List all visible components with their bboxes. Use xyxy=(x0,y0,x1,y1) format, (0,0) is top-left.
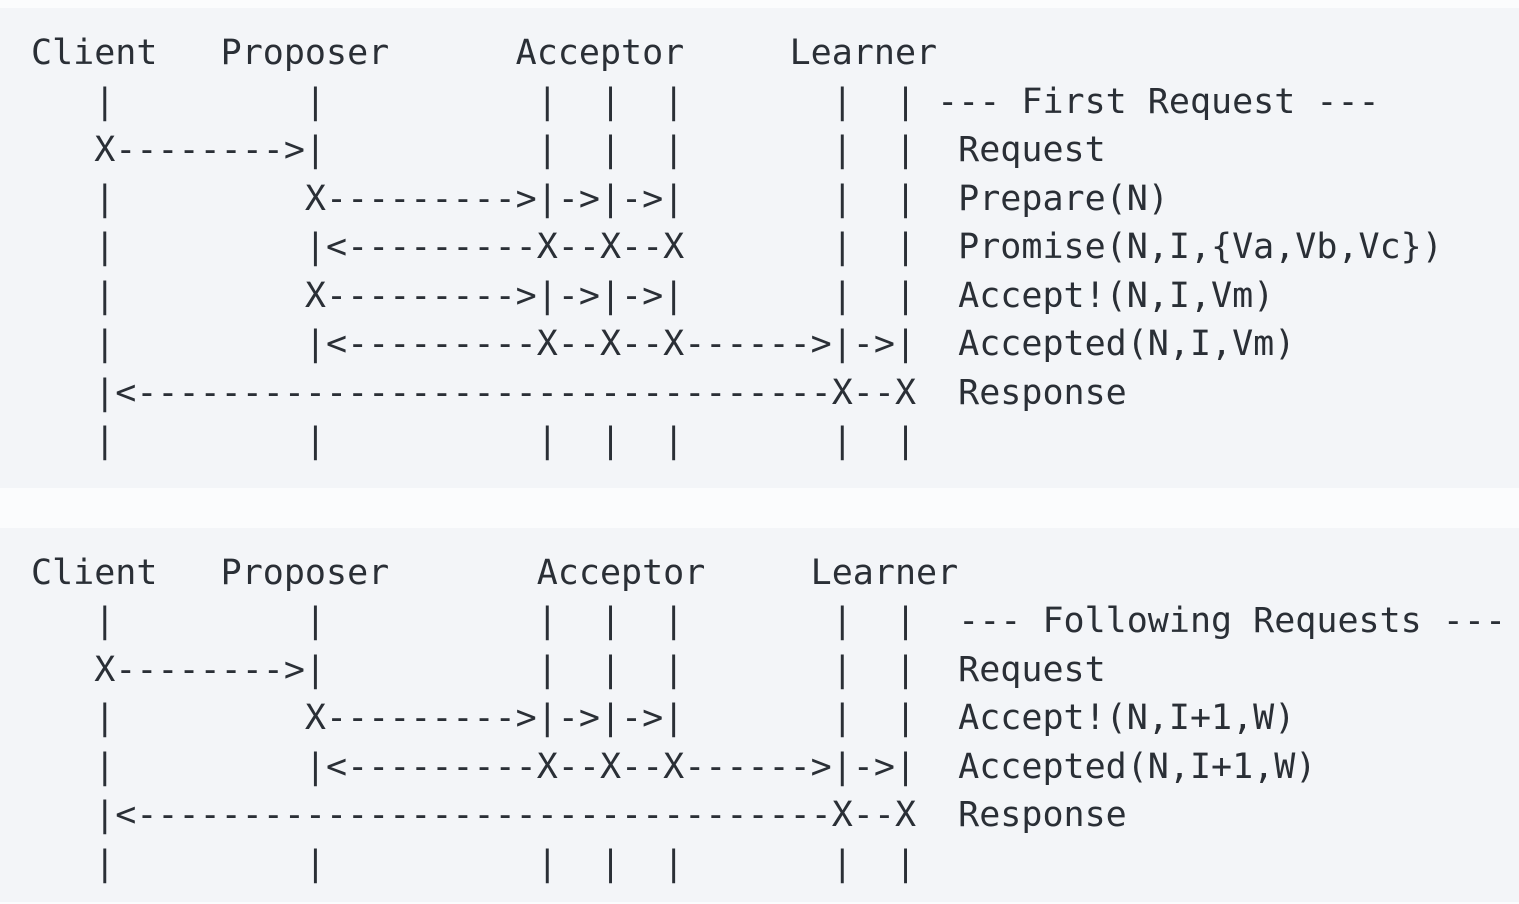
following-requests-sequence-diagram: Client Proposer Acceptor Learner | | | |… xyxy=(31,552,1507,884)
first-request-code-block: Client Proposer Acceptor Learner | | | |… xyxy=(0,8,1519,488)
following-requests-code-block: Client Proposer Acceptor Learner | | | |… xyxy=(0,527,1519,902)
first-request-sequence-diagram: Client Proposer Acceptor Learner | | | |… xyxy=(31,33,1443,461)
paxos-protocol-page: Client Proposer Acceptor Learner | | | |… xyxy=(0,8,1519,904)
